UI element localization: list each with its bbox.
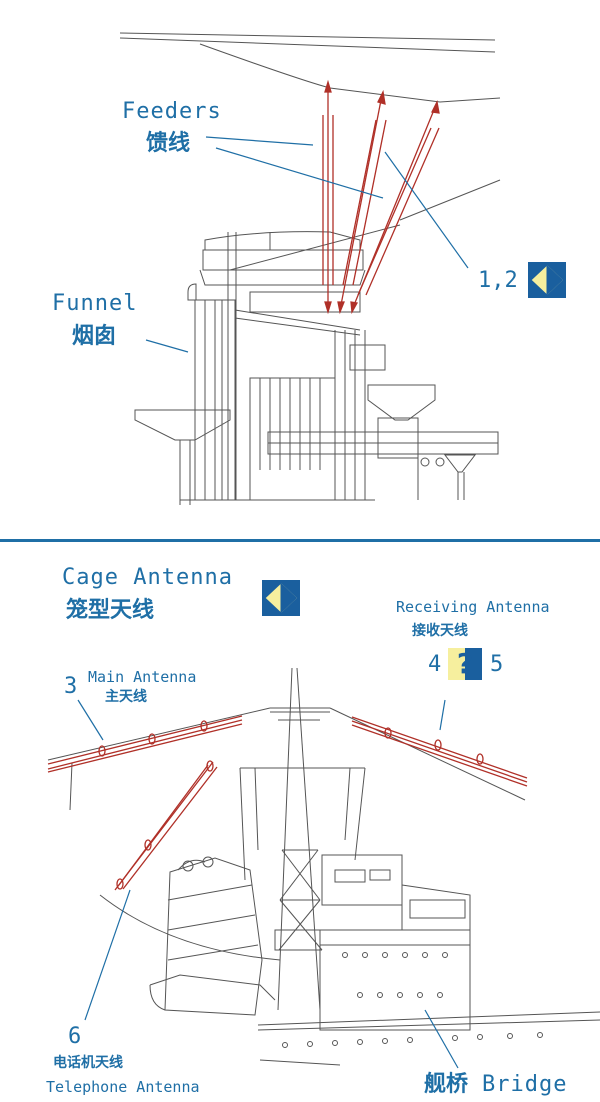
feeders-label-en: Feeders: [122, 99, 222, 124]
diamond-direction-icon: [528, 262, 566, 298]
part-number-5: 5: [490, 652, 504, 677]
feeders-label-zh: 馈线: [146, 131, 191, 156]
receiving-antenna-label-en: Receiving Antenna: [396, 598, 550, 616]
telephone-antenna-label-zh: 电话机天线: [53, 1055, 123, 1071]
top-ship-drawing: [119, 32, 501, 505]
bridge-label-zh: 舰桥: [424, 1072, 469, 1097]
funnel-label-zh: 烟囱: [72, 324, 117, 349]
main-antenna-label-en: Main Antenna: [88, 668, 197, 686]
cage-antenna-label-en: Cage Antenna: [62, 565, 233, 590]
telephone-antenna-label-en: Telephone Antenna: [46, 1078, 200, 1096]
cage-antenna-label-zh: 笼型天线: [66, 598, 155, 623]
question-mark-glyph: ?: [456, 647, 474, 680]
part-number-1-2: 1,2: [478, 268, 518, 293]
section-divider: [0, 539, 600, 542]
part-number-6: 6: [68, 1024, 82, 1049]
funnel-label-en: Funnel: [52, 291, 138, 316]
main-antenna-label-zh: 主天线: [105, 689, 147, 705]
diamond-direction-icon: [262, 580, 300, 616]
bridge-label-en: Bridge: [482, 1072, 568, 1097]
part-number-3: 3: [64, 674, 78, 699]
question-mark-icon: ?: [448, 648, 482, 680]
receiving-antenna-label-zh: 接收天线: [412, 623, 468, 639]
part-number-4: 4: [428, 652, 442, 677]
